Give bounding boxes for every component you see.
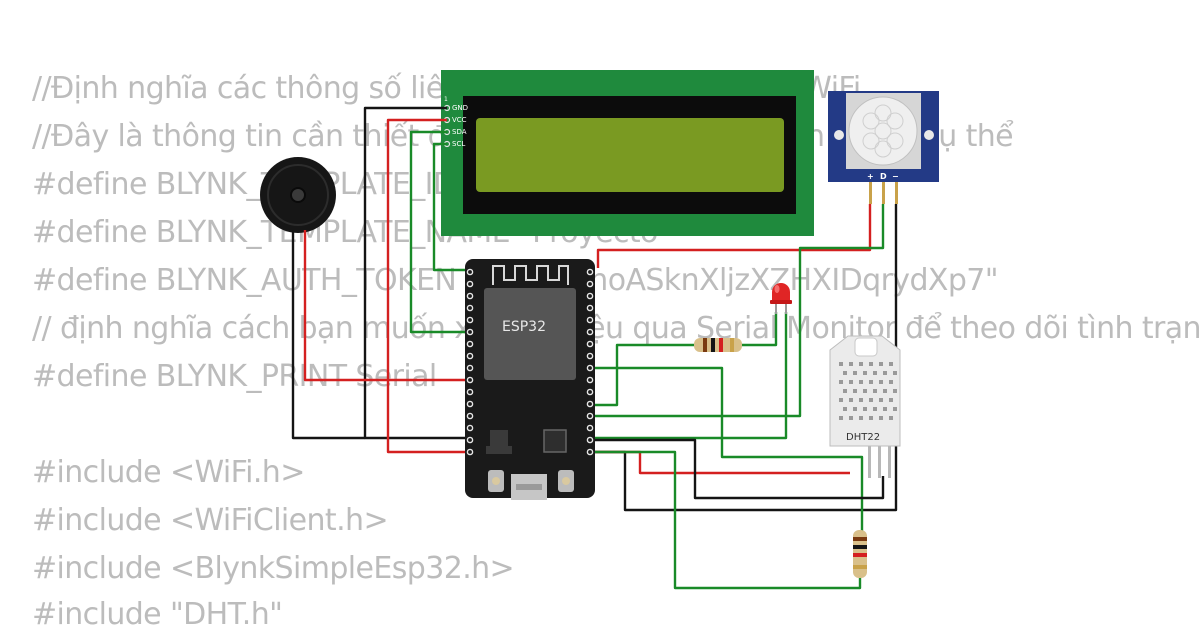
dht22-vent-hole bbox=[859, 362, 863, 366]
wire-lcd-vcc bbox=[386, 118, 470, 454]
dht22-vent-hole bbox=[863, 407, 867, 411]
lcd-pin-sda: SDA bbox=[452, 128, 467, 136]
dht22-vent-hole bbox=[843, 407, 847, 411]
dht22-vent-hole bbox=[893, 407, 897, 411]
dht22-vent-hole bbox=[859, 398, 863, 402]
resistor-body bbox=[694, 338, 742, 352]
dht22-vent-hole bbox=[849, 416, 853, 420]
dht22-vent-hole bbox=[893, 389, 897, 393]
esp32-board[interactable]: ESP32 bbox=[465, 259, 595, 500]
dht22-vent-hole bbox=[893, 371, 897, 375]
lcd-screen bbox=[476, 118, 784, 192]
code-line: #include <BlynkSimpleEsp32.h> bbox=[32, 551, 515, 586]
dht22-vent-hole bbox=[889, 416, 893, 420]
dht22-vent-hole bbox=[869, 380, 873, 384]
dht22-vent-hole bbox=[873, 371, 877, 375]
pir-dome bbox=[848, 96, 918, 166]
dht22-vent-hole bbox=[853, 371, 857, 375]
dht22-vent-hole bbox=[883, 371, 887, 375]
esp32-label: ESP32 bbox=[502, 319, 546, 335]
dht22-vents bbox=[839, 362, 897, 420]
red-led[interactable] bbox=[770, 283, 792, 314]
code-line: // định nghĩa cách bạn muốn xem dữ liệu … bbox=[32, 311, 1200, 346]
lcd-pin-gnd: GND bbox=[452, 104, 468, 112]
wire-buzzer-gnd bbox=[291, 230, 365, 440]
dht22-vent-hole bbox=[859, 380, 863, 384]
dht22-vent-hole bbox=[853, 407, 857, 411]
dht22-vent-hole bbox=[839, 362, 843, 366]
wire-pir-vcc bbox=[596, 204, 872, 268]
esp32-pin-headers bbox=[466, 268, 594, 456]
esp32-module bbox=[484, 288, 576, 380]
dht22-vent-hole bbox=[879, 362, 883, 366]
lcd-pin-scl: SCL bbox=[452, 140, 465, 148]
led-body bbox=[772, 283, 790, 302]
dht22-vent-hole bbox=[839, 380, 843, 384]
dht22-vent-hole bbox=[843, 371, 847, 375]
pullup-resistor[interactable] bbox=[853, 530, 867, 578]
wire-dht-vcc bbox=[590, 450, 850, 475]
dht22-vent-hole bbox=[859, 416, 863, 420]
dht22-vent-hole bbox=[883, 407, 887, 411]
dht22-vent-hole bbox=[879, 416, 883, 420]
code-line: #include <WiFiClient.h> bbox=[32, 503, 389, 538]
dht22-vent-hole bbox=[849, 362, 853, 366]
led-resistor[interactable] bbox=[694, 338, 742, 352]
pir-mount-hole bbox=[924, 130, 934, 140]
dht22-vent-hole bbox=[879, 398, 883, 402]
dht22-label: DHT22 bbox=[846, 432, 880, 443]
dht22-vent-hole bbox=[853, 389, 857, 393]
dht22-vent-hole bbox=[849, 398, 853, 402]
wire-led-resistor bbox=[590, 343, 694, 407]
dht22-vent-hole bbox=[869, 362, 873, 366]
wire-dht-data bbox=[590, 366, 864, 533]
dht22-vent-hole bbox=[873, 407, 877, 411]
dht22-vent-hole bbox=[839, 416, 843, 420]
pir-mount-hole bbox=[834, 130, 844, 140]
dht22-vent-hole bbox=[843, 389, 847, 393]
code-line: #define BLYNK_PRINT Serial bbox=[32, 359, 437, 394]
dht22-vent-hole bbox=[889, 398, 893, 402]
wire-dht-gnd bbox=[590, 438, 885, 500]
lcd-pin-vcc: VCC bbox=[452, 116, 467, 124]
pir-pin-d: D bbox=[880, 172, 887, 181]
dht22-vent-hole bbox=[889, 380, 893, 384]
dht22-vent-hole bbox=[849, 380, 853, 384]
wire-pullup bbox=[590, 450, 862, 590]
dht22-vent-hole bbox=[889, 362, 893, 366]
dht22-vent-hole bbox=[883, 389, 887, 393]
wire-buzzer-signal bbox=[303, 230, 470, 382]
wire-pir-data bbox=[590, 204, 885, 418]
wire-resistor-led bbox=[742, 312, 778, 347]
dht22-vent-hole bbox=[863, 371, 867, 375]
dht22-vent-hole bbox=[863, 389, 867, 393]
code-line: #include <WiFi.h> bbox=[32, 455, 305, 490]
code-line: #include "DHT.h" bbox=[32, 597, 283, 632]
esp32-usb-uart-chip bbox=[543, 429, 567, 453]
buzzer[interactable] bbox=[260, 157, 336, 233]
dht22-vent-hole bbox=[839, 398, 843, 402]
esp32-antenna bbox=[492, 265, 569, 285]
pir-pin-plus: + bbox=[867, 172, 874, 181]
dht22-vent-hole bbox=[869, 398, 873, 402]
dht22-vent-hole bbox=[869, 416, 873, 420]
lcd-module[interactable]: 1 GND VCC SDA SCL bbox=[441, 70, 814, 236]
pir-sensor[interactable]: + D − bbox=[828, 91, 939, 204]
dht22-vent-hole bbox=[879, 380, 883, 384]
wire-lcd-gnd bbox=[363, 106, 470, 440]
wire-led-gnd bbox=[590, 312, 788, 440]
dht22-sensor[interactable]: DHT22 bbox=[829, 335, 901, 478]
dht22-vent-hole bbox=[873, 389, 877, 393]
wires bbox=[291, 106, 898, 590]
pir-pin-minus: − bbox=[892, 172, 899, 181]
voltage-regulator bbox=[490, 430, 508, 446]
lcd-pin1-marker: 1 bbox=[444, 96, 448, 103]
